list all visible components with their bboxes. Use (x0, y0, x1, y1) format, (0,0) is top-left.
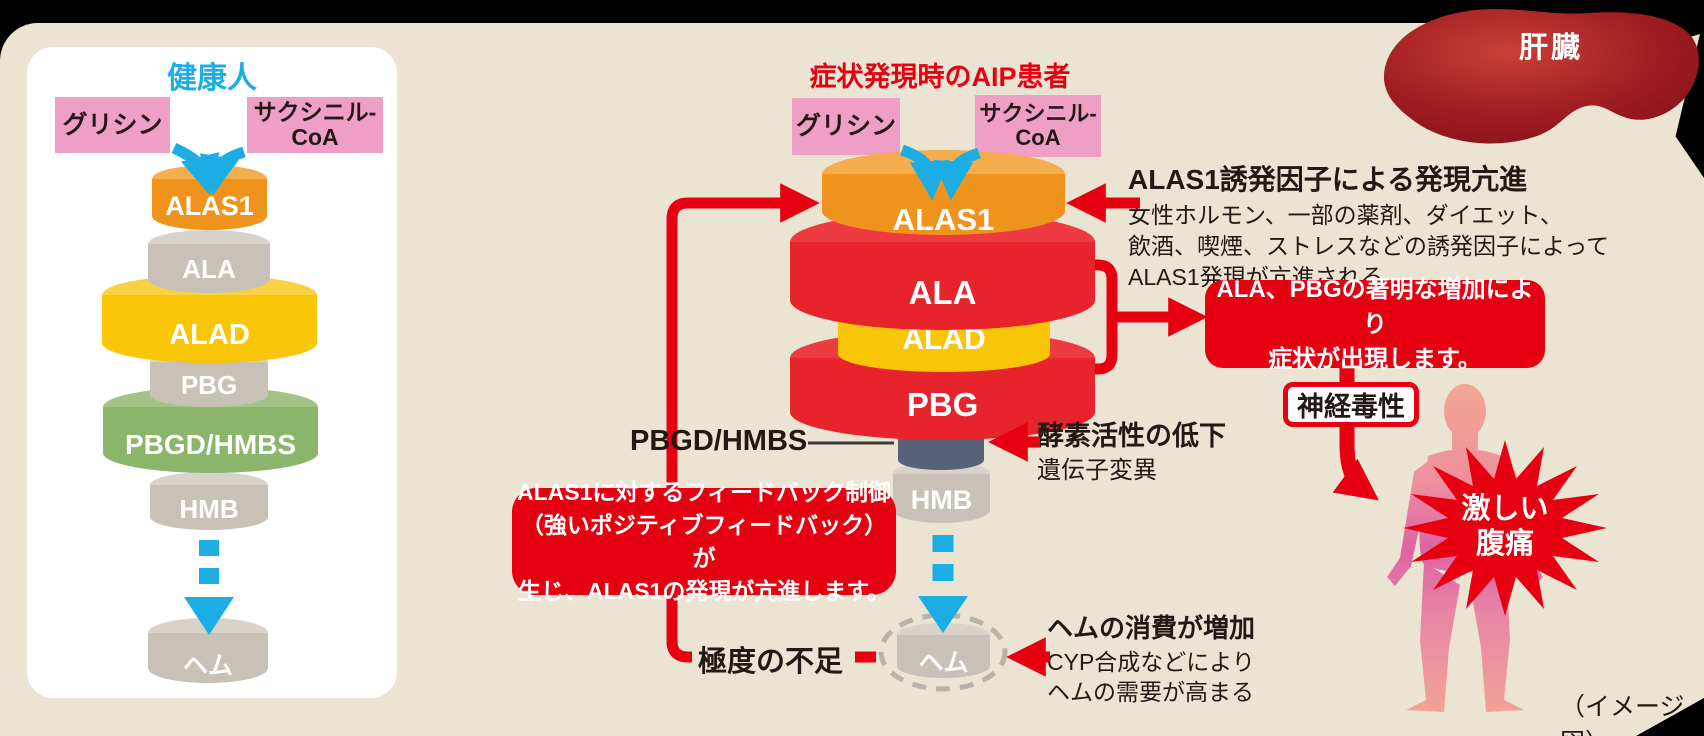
healthy-glycine-box: グリシン (55, 97, 170, 153)
symptom-box: ALA、PBGの著明な増加により 症状が出現します。 (1205, 276, 1545, 373)
healthy-succinyl-box: サクシニル- CoA (247, 97, 383, 153)
healthy-hmb-cylinder: HMB (150, 472, 268, 530)
deficiency-label: 極度の不足 (698, 646, 844, 678)
aip-alas1-cylinder: ALAS1 (822, 150, 1065, 237)
enzyme-sub: 遺伝子変異 (1037, 457, 1157, 484)
feedback-box: ALAS1に対するフィードバック制御 （強いポジティブフィードバック）が 生じ、… (512, 479, 896, 604)
pbgd-label: PBGD/HMBS (630, 425, 808, 457)
aip-title: 症状発現時のAIP患者 (809, 62, 1071, 92)
inducer-line1: 女性ホルモン、一部の薬剤、ダイエット、 (1128, 202, 1563, 228)
heme-consumption-line1: CYP合成などにより (1047, 649, 1255, 675)
image-caption: （イメージ図） (1560, 693, 1685, 736)
healthy-heme-cylinder: ヘム (148, 618, 268, 683)
healthy-title: 健康人 (167, 62, 257, 95)
inducer-heading: ALAS1誘発因子による発現亢進 (1128, 164, 1527, 195)
aip-succinyl-box: サクシニル- CoA (975, 95, 1101, 157)
neurotoxicity-label: 神経毒性 (1283, 382, 1419, 427)
inducer-line2: 飲酒、喫煙、ストレスなどの誘発因子によって (1128, 233, 1610, 259)
aip-glycine-box: グリシン (792, 98, 900, 155)
healthy-pbgd-cylinder: PBGD/HMBS (103, 387, 318, 473)
heme-consumption-line2: ヘムの需要が高まる (1047, 679, 1254, 705)
aip-heme-cylinder: ヘム (897, 623, 990, 678)
aip-ala-cylinder: ALA (790, 212, 1095, 330)
enzyme-heading: 酵素活性の低下 (1037, 421, 1226, 451)
healthy-alas1-cylinder: ALAS1 (152, 165, 267, 230)
healthy-ala-cylinder: ALA (148, 230, 270, 293)
pain-label: 激しい 腹痛 (1461, 493, 1549, 560)
healthy-alad-cylinder: ALAD (102, 275, 317, 363)
heme-consumption-heading: ヘムの消費が増加 (1047, 613, 1256, 643)
liver-label: 肝臓 (1518, 32, 1583, 64)
aip-hmb-cylinder: HMB (893, 461, 990, 523)
